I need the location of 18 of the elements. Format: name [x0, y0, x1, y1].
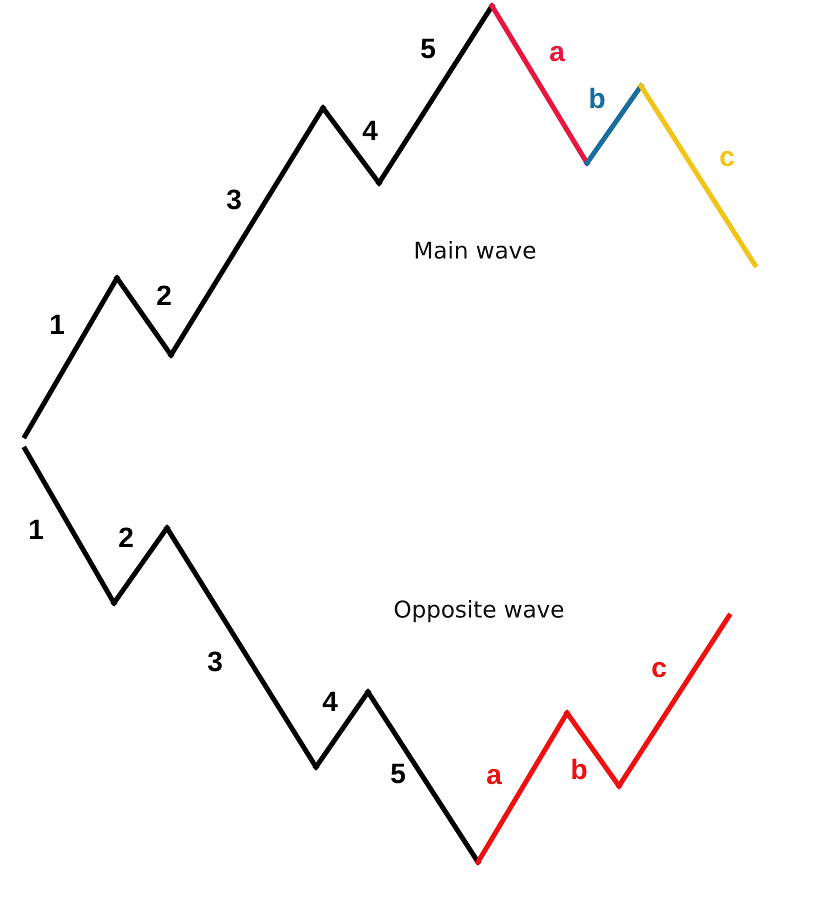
wave-label: b: [570, 756, 588, 784]
wave-label: 2: [118, 524, 134, 552]
wave-label: c: [651, 654, 667, 682]
wave-label: 5: [420, 35, 436, 63]
wave-label: a: [549, 38, 565, 66]
wave-label: 1: [28, 516, 44, 544]
wave-label: 1: [49, 311, 65, 339]
wave-label: 4: [362, 117, 378, 145]
wave-label: 2: [156, 282, 172, 310]
wave-title: Main wave: [414, 240, 536, 264]
wave-label: 3: [207, 648, 223, 676]
wave-label: 5: [390, 760, 406, 788]
wave-title: Opposite wave: [394, 600, 564, 622]
wave-label: c: [719, 143, 735, 171]
wave-label: b: [588, 85, 606, 113]
wave-label: a: [486, 761, 502, 789]
wave-label: 4: [322, 688, 338, 716]
wave-label: 3: [226, 186, 242, 214]
